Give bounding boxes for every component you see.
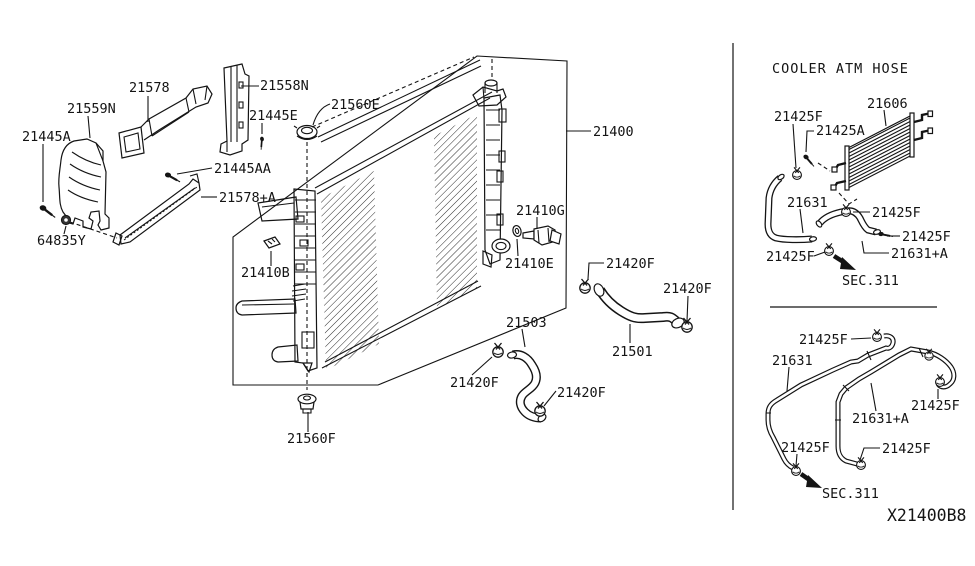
part-label-21445E: 21445E	[249, 108, 298, 124]
drain-plug-21560F-drawing	[297, 393, 317, 414]
part-label-21501: 21501	[612, 344, 653, 360]
hose-clamp-21425F-icon	[935, 373, 945, 387]
section-dividers	[732, 43, 937, 510]
part-label-21410G: 21410G	[516, 203, 565, 219]
radiator-bounding-box	[232, 55, 568, 386]
part-label-21425F-5: 21425F	[799, 332, 848, 348]
part-label-21560F: 21560F	[287, 431, 336, 447]
callout-leader-lines	[42, 85, 939, 467]
grommet-alignment-dash	[69, 221, 118, 239]
sec-ref-2: SEC.311	[822, 486, 879, 502]
part-label-21425F-4: 21425F	[766, 249, 815, 265]
hose-clamp-21425F-icon	[856, 456, 866, 470]
sensor-ring-21410E-drawing	[512, 224, 522, 238]
sec311-arrow-icon	[832, 254, 856, 270]
clip-21410B-drawing	[263, 236, 281, 249]
hose-clamp-21425F-icon	[841, 203, 851, 217]
part-label-21445AA: 21445AA	[214, 161, 271, 177]
part-label-21631-1: 21631	[787, 195, 828, 211]
part-label-21425F-2: 21425F	[872, 205, 921, 221]
hose-clamp-21425F-icon	[792, 166, 802, 180]
side-bracket-21558N-drawing	[219, 63, 250, 156]
part-label-21631A-1: 21631+A	[891, 246, 948, 262]
fan-shroud-group	[36, 63, 268, 246]
part-label-64835Y: 64835Y	[37, 233, 86, 249]
cooler-fitting-dash	[838, 192, 858, 205]
screw-21445E-icon	[257, 135, 268, 151]
callout-labels: COOLER ATM HOSE X21400B8 21445A 21559N 2…	[22, 61, 966, 525]
part-label-21425F-3: 21425F	[902, 229, 951, 245]
part-label-21631A-2: 21631+A	[852, 411, 909, 427]
sensor-21410G-drawing	[522, 225, 562, 246]
radiator-core-drawing	[314, 59, 493, 370]
air-duct-21578-drawing	[118, 85, 213, 159]
part-label-21410E: 21410E	[505, 256, 554, 272]
part-label-21558N: 21558N	[260, 78, 309, 94]
part-label-21425A: 21425A	[816, 123, 865, 139]
part-label-21606: 21606	[867, 96, 908, 112]
screw-21445A-icon	[36, 203, 59, 219]
part-label-21445A: 21445A	[22, 129, 71, 145]
section-title: COOLER ATM HOSE	[772, 61, 909, 77]
screw-21425A-icon	[800, 152, 819, 168]
part-label-21420F-1: 21420F	[606, 256, 655, 272]
part-label-21425F-8: 21425F	[882, 441, 931, 457]
sec-ref-1: SEC.311	[842, 273, 899, 289]
hose-clamp-21420F-icon	[534, 401, 546, 417]
radiator-right-tank-drawing	[472, 79, 511, 268]
upper-hose-21501-drawing	[593, 283, 685, 329]
radiator-group	[232, 55, 568, 414]
cooler-pipe-21631A-bottom-drawing	[835, 346, 957, 467]
sec311-arrow-icon	[799, 472, 822, 488]
part-label-21578A: 21578+A	[219, 190, 276, 206]
part-label-21631-2: 21631	[772, 353, 813, 369]
part-label-21420F-4: 21420F	[557, 385, 606, 401]
cooler-hose-21631-top-drawing	[764, 173, 818, 244]
hose-clamp-21425F-icon	[872, 328, 882, 342]
cap-alignment-dash	[311, 56, 475, 128]
grommet-64835Y-icon	[60, 214, 72, 226]
part-label-21410B: 21410B	[241, 265, 290, 281]
cooler-pipe-21631-bottom-drawing	[765, 333, 896, 471]
hose-clamp-21420F-icon	[492, 342, 504, 358]
part-label-21425F-6: 21425F	[911, 398, 960, 414]
part-label-21559N: 21559N	[67, 101, 116, 117]
cooler-fitting-dash	[817, 162, 831, 172]
part-label-21560E: 21560E	[331, 97, 380, 113]
hose-clamp-21420F-icon	[579, 278, 591, 294]
part-label-21425F-7: 21425F	[781, 440, 830, 456]
cooler-atm-hose-group	[764, 110, 934, 270]
part-label-21420F-3: 21420F	[450, 375, 499, 391]
air-guide-21559N-drawing	[58, 138, 110, 231]
part-label-21503: 21503	[506, 315, 547, 331]
radiator-cap-21560E-drawing	[293, 124, 321, 141]
oil-cooler-21606-drawing	[830, 110, 934, 191]
lower-hose-21503-drawing	[506, 350, 547, 423]
cooler-pipes-group	[765, 328, 957, 488]
radiator-hoses-group	[492, 278, 693, 423]
hose-clamp-21425F-icon	[824, 242, 834, 256]
diagram-code: X21400B8	[887, 506, 966, 525]
part-label-21578: 21578	[129, 80, 170, 96]
lower-rail-21578A-drawing	[112, 173, 201, 246]
part-label-21400: 21400	[593, 124, 634, 140]
radiator-left-tank-drawing	[235, 188, 318, 374]
part-label-21425F-1: 21425F	[774, 109, 823, 125]
part-label-21420F-2: 21420F	[663, 281, 712, 297]
